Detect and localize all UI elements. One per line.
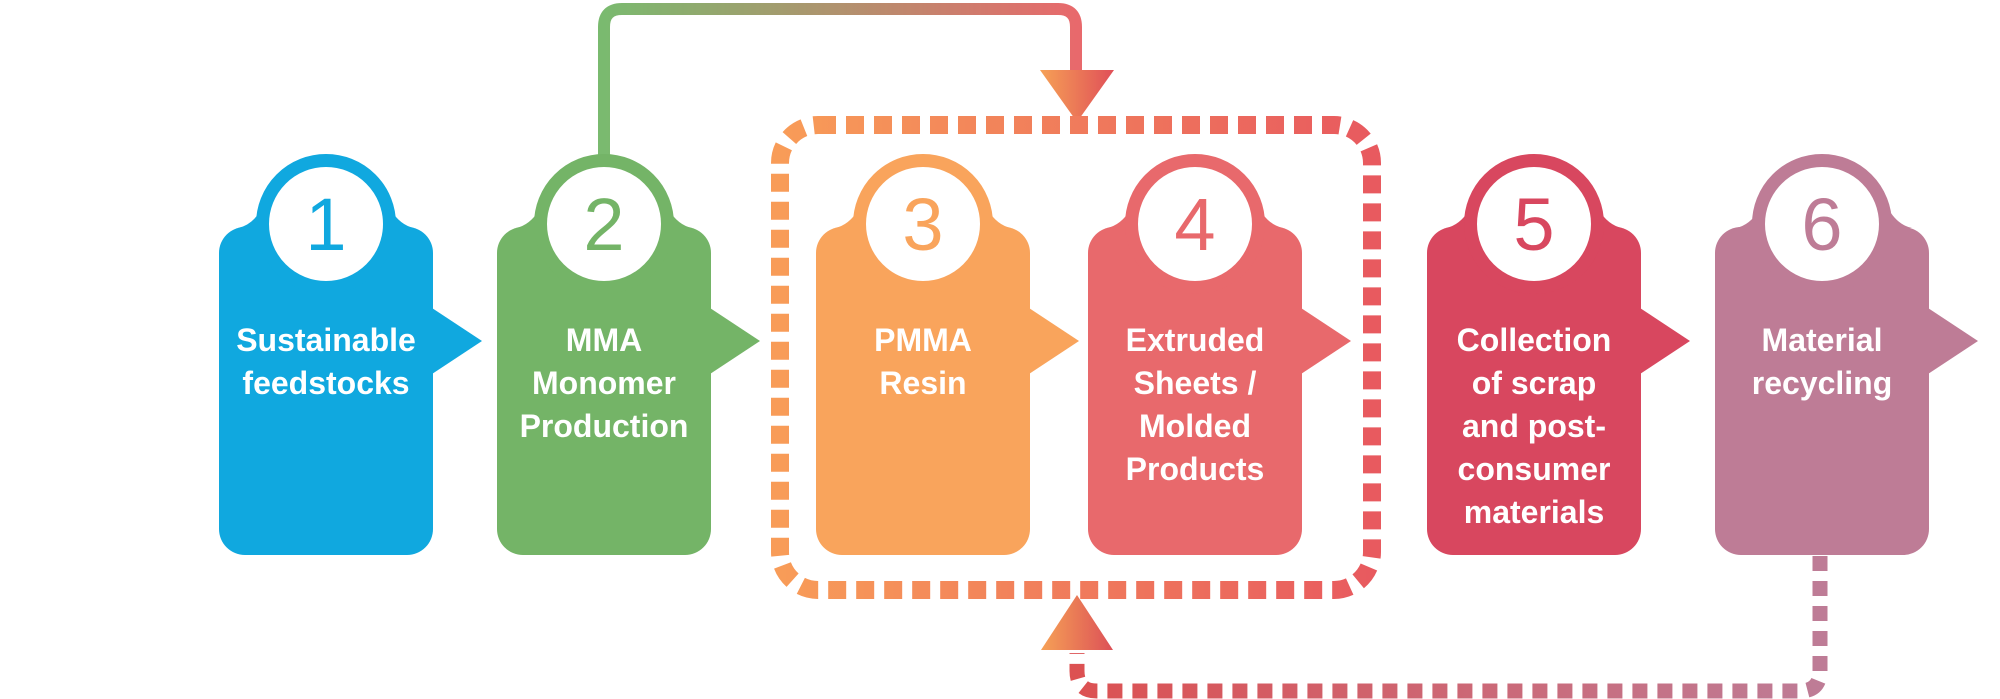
step-number: 6 bbox=[1801, 183, 1843, 266]
step-block-2: 2 MMA Monomer Production bbox=[497, 0, 760, 699]
step-pointer-icon bbox=[1640, 308, 1690, 374]
step-label: Extruded Sheets / Molded Products bbox=[1125, 322, 1265, 487]
step-pointer-icon bbox=[710, 308, 760, 374]
step-number-badge: 6 bbox=[1752, 154, 1892, 294]
step-label: MMA Monomer Production bbox=[519, 322, 689, 444]
step-block-1: 1 Sustainable feedstocks bbox=[219, 0, 482, 699]
step-number-badge: 5 bbox=[1464, 154, 1604, 294]
step-number-badge: 4 bbox=[1125, 154, 1265, 294]
step-pointer-icon bbox=[1301, 308, 1351, 374]
step-number-badge: 1 bbox=[256, 154, 396, 294]
down-arrowhead-icon bbox=[1040, 70, 1114, 122]
step-block-6: 6 Material recycling bbox=[1715, 0, 1978, 699]
step-number: 1 bbox=[305, 183, 347, 266]
process-arrow bbox=[598, 3, 1082, 160]
up-arrowhead-icon bbox=[1041, 595, 1113, 650]
step-pointer-icon bbox=[1029, 308, 1079, 374]
step-number: 5 bbox=[1513, 183, 1555, 266]
step-block-4: 4 Extruded Sheets / Molded Products bbox=[1088, 0, 1351, 699]
step-label: Sustainable feedstocks bbox=[236, 322, 416, 401]
step-pointer-icon bbox=[432, 308, 482, 374]
step-number-badge: 2 bbox=[534, 154, 674, 294]
step-number: 2 bbox=[583, 183, 625, 266]
step-label: Material recycling bbox=[1751, 322, 1893, 401]
step-number: 3 bbox=[902, 183, 944, 266]
step-label: Collection of scrap and post- consumer m… bbox=[1456, 322, 1612, 530]
step-block-5: 5 Collection of scrap and post- consumer… bbox=[1427, 0, 1690, 699]
step-number: 4 bbox=[1174, 183, 1216, 266]
step-pointer-icon bbox=[1928, 308, 1978, 374]
recycle-loop-frame bbox=[771, 116, 1381, 599]
step-number-badge: 3 bbox=[853, 154, 993, 294]
step-block-3: 3 PMMA Resin bbox=[816, 0, 1079, 699]
step-label: PMMA Resin bbox=[874, 322, 972, 401]
